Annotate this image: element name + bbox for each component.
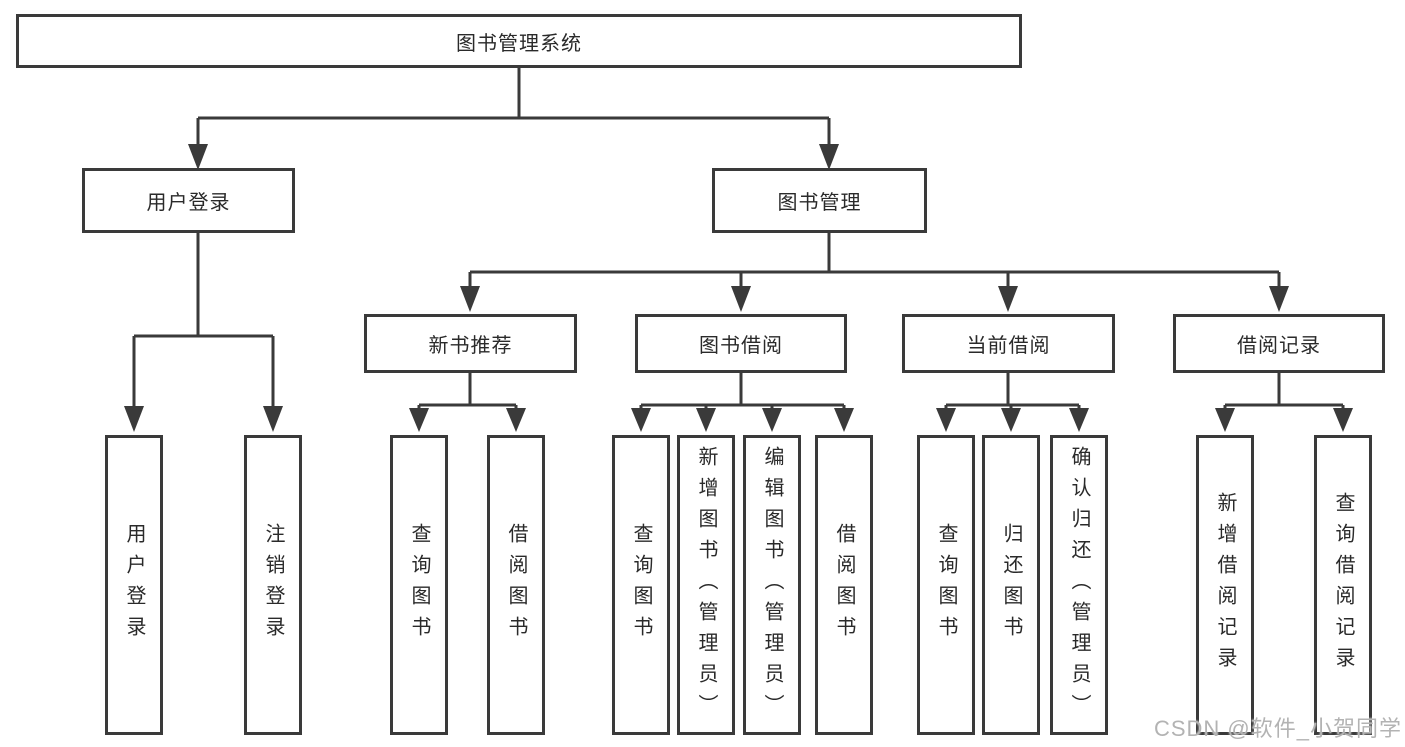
connector-borrow-records-to-leaves [1215, 373, 1353, 432]
node-user-login: 用户登录 [82, 168, 295, 233]
node-current-borrow-label: 当前借阅 [966, 335, 1051, 357]
node-current-borrow: 当前借阅 [902, 314, 1115, 373]
node-new-book-recommend: 新书推荐 [364, 314, 577, 373]
leaf-borrow-books-recommend-label: 借阅图书 [505, 523, 527, 647]
node-book-management-label: 图书管理 [777, 192, 862, 214]
leaf-query-books-recommend: 查询图书 [390, 435, 448, 735]
leaf-edit-book-admin: 编辑图书（管理员） [743, 435, 801, 735]
leaf-query-books-current-label: 查询图书 [935, 523, 957, 647]
leaf-user-login-label: 用户登录 [123, 523, 145, 647]
node-root: 图书管理系统 [16, 14, 1022, 68]
leaf-return-book-label: 归还图书 [1000, 523, 1022, 647]
connector-current-borrow-to-leaves [936, 373, 1089, 432]
node-new-book-recommend-label: 新书推荐 [428, 335, 513, 357]
leaf-query-borrow-record: 查询借阅记录 [1314, 435, 1372, 735]
leaf-logout-label: 注销登录 [262, 523, 284, 647]
connector-book-management-to-level3 [460, 233, 1289, 312]
leaf-add-borrow-record: 新增借阅记录 [1196, 435, 1254, 735]
connector-new-book-to-leaves [409, 373, 526, 432]
leaf-query-books-recommend-label: 查询图书 [408, 523, 430, 647]
leaf-logout: 注销登录 [244, 435, 302, 735]
leaf-borrow-books-recommend: 借阅图书 [487, 435, 545, 735]
node-user-login-label: 用户登录 [146, 192, 231, 214]
leaf-borrow-books: 借阅图书 [815, 435, 873, 735]
leaf-borrow-books-label: 借阅图书 [833, 523, 855, 647]
node-book-borrow: 图书借阅 [635, 314, 847, 373]
leaf-query-borrow-record-label: 查询借阅记录 [1332, 492, 1354, 678]
leaf-query-books-borrow-label: 查询图书 [630, 523, 652, 647]
leaf-user-login: 用户登录 [105, 435, 163, 735]
csdn-watermark: CSDN @软件_小贺同学 [1153, 716, 1402, 741]
leaf-confirm-return-admin-label: 确认归还（管理员） [1068, 445, 1090, 725]
node-borrow-records: 借阅记录 [1173, 314, 1385, 373]
leaf-query-books-current: 查询图书 [917, 435, 975, 735]
leaf-query-books-borrow: 查询图书 [612, 435, 670, 735]
node-root-label: 图书管理系统 [456, 32, 582, 55]
leaf-edit-book-admin-label: 编辑图书（管理员） [761, 445, 783, 725]
leaf-confirm-return-admin: 确认归还（管理员） [1050, 435, 1108, 735]
connector-book-borrow-to-leaves [631, 373, 854, 432]
connector-user-login-to-leaves [124, 233, 283, 432]
leaf-add-book-admin-label: 新增图书（管理员） [695, 445, 717, 725]
leaf-add-book-admin: 新增图书（管理员） [677, 435, 735, 735]
node-book-management: 图书管理 [712, 168, 927, 233]
leaf-return-book: 归还图书 [982, 435, 1040, 735]
node-borrow-records-label: 借阅记录 [1237, 335, 1321, 357]
leaf-add-borrow-record-label: 新增借阅记录 [1214, 492, 1236, 678]
connector-root-to-level2 [188, 67, 839, 170]
node-book-borrow-label: 图书借阅 [699, 335, 783, 357]
